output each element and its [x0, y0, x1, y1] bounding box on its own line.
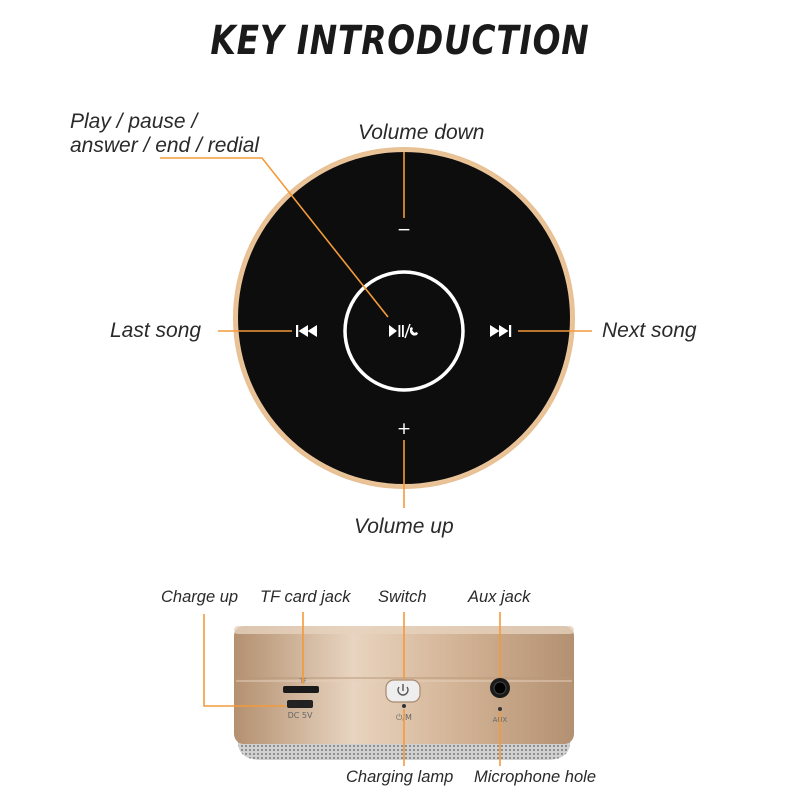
play-pause-ring[interactable]	[343, 270, 465, 392]
label-tf-card-jack: TF card jack	[260, 588, 351, 606]
label-play-pause: Play / pause /answer / end / redial	[70, 110, 260, 157]
disc-face	[238, 152, 570, 484]
dc-marking: DC 5V	[288, 711, 313, 720]
volume-down-minus-icon[interactable]: −	[397, 220, 411, 240]
next-track-icon[interactable]	[490, 325, 512, 337]
page-title: KEY INTRODUCTION	[210, 18, 590, 64]
side-leader-lines	[203, 612, 501, 766]
leader-play-pause	[160, 157, 389, 318]
label-volume-up: Volume up	[354, 515, 454, 538]
previous-track-icon[interactable]	[296, 325, 317, 337]
power-icon	[397, 684, 409, 696]
label-volume-down: Volume down	[358, 121, 485, 144]
label-next-song: Next song	[602, 319, 697, 342]
tf-card-slot[interactable]	[283, 686, 319, 693]
label-charge-up: Charge up	[161, 588, 239, 606]
label-microphone-hole: Microphone hole	[474, 768, 596, 786]
microphone-hole	[498, 707, 502, 711]
leader-charge-up	[203, 614, 286, 707]
label-aux-jack: Aux jack	[468, 588, 531, 606]
label-charging-lamp: Charging lamp	[346, 768, 454, 786]
charging-lamp	[402, 704, 406, 708]
disc-buttons: − +	[296, 220, 512, 439]
play-pause-phone-icon[interactable]	[389, 323, 418, 339]
label-switch: Switch	[378, 588, 427, 606]
volume-up-plus-icon[interactable]: +	[397, 419, 411, 439]
speaker-top-view	[233, 147, 575, 489]
charge-port[interactable]	[287, 700, 313, 708]
top-leader-lines	[160, 152, 592, 508]
label-last-song: Last song	[110, 319, 202, 342]
